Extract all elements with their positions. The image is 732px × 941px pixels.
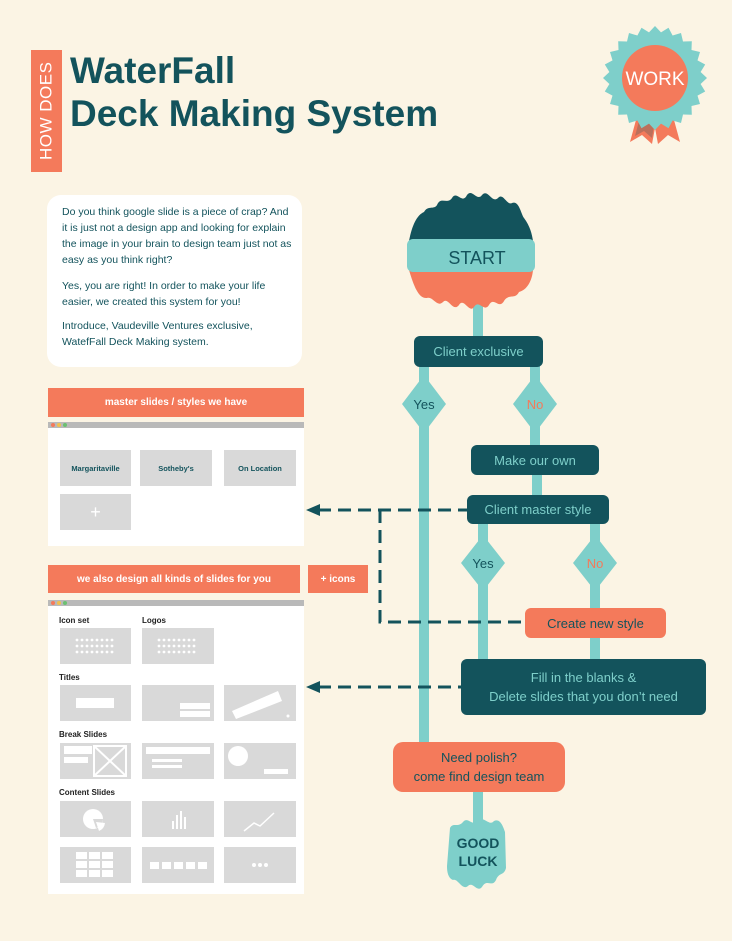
window-titlebar xyxy=(48,422,304,428)
good-label: GOOD xyxy=(457,835,500,851)
window-titlebar xyxy=(48,600,304,606)
title-slide-tile[interactable] xyxy=(60,685,131,721)
master-slides-window: Margaritaville Sotheby's On Location + xyxy=(48,422,304,546)
window-dot-yellow xyxy=(57,423,61,427)
start-label: START xyxy=(448,248,505,268)
page-title-line-2: Deck Making System xyxy=(70,93,439,134)
content-slide-tile[interactable] xyxy=(60,801,131,837)
window-dot-yellow xyxy=(57,601,61,605)
luck-label: LUCK xyxy=(459,853,498,869)
logos-tile[interactable] xyxy=(142,628,214,664)
polish-line-1: Need polish? xyxy=(441,750,517,765)
make-our-own-node: Make our own xyxy=(471,445,599,475)
master-slides-heading: master slides / styles we have xyxy=(48,388,304,417)
add-template-button[interactable]: + xyxy=(60,494,131,530)
fill-in-blanks-node: Fill in the blanks & Delete slides that … xyxy=(461,659,706,715)
good-luck-node xyxy=(447,819,506,889)
decision-yes-label: Yes xyxy=(413,397,435,412)
section-label-content-slides: Content Slides xyxy=(59,788,116,797)
start-node xyxy=(407,192,535,309)
section-label-logos: Logos xyxy=(142,616,166,625)
section-label-titles: Titles xyxy=(59,673,80,682)
polish-line-2: come find design team xyxy=(413,769,545,784)
decision-no-label: No xyxy=(527,397,544,412)
template-tile-margaritaville[interactable]: Margaritaville xyxy=(60,450,131,486)
client-master-style-node: Client master style xyxy=(467,495,609,524)
icons-badge: + icons xyxy=(308,565,368,593)
template-tile-sothebys[interactable]: Sotheby's xyxy=(140,450,212,486)
design-slides-window: Icon set Logos Titles Break Slides Conte… xyxy=(48,600,304,894)
badge-label: WORK xyxy=(625,69,684,90)
section-label-icon-set: Icon set xyxy=(59,616,90,625)
how-does-bar xyxy=(31,50,62,172)
need-polish-node: Need polish? come find design team xyxy=(393,742,565,792)
section-label-break-slides: Break Slides xyxy=(59,730,108,739)
fill-line-1: Fill in the blanks & xyxy=(530,670,637,685)
design-slides-heading: we also design all kinds of slides for y… xyxy=(48,565,300,593)
icon-set-tile[interactable] xyxy=(60,628,131,664)
window-dot-red xyxy=(51,601,55,605)
break-slide-tile[interactable] xyxy=(142,743,214,779)
client-exclusive-node: Client exclusive xyxy=(414,336,543,367)
work-badge: WORK xyxy=(603,26,707,144)
template-tile-on-location[interactable]: On Location xyxy=(224,450,296,486)
content-slide-tile[interactable] xyxy=(142,847,214,883)
content-slide-tile[interactable] xyxy=(224,801,296,837)
content-slide-tile[interactable] xyxy=(142,801,214,837)
fill-line-2: Delete slides that you don’t need xyxy=(489,689,678,704)
break-slide-tile[interactable] xyxy=(224,743,296,779)
window-dot-green xyxy=(63,601,67,605)
title-slide-tile[interactable] xyxy=(224,685,296,721)
window-dot-green xyxy=(63,423,67,427)
break-slide-tile[interactable] xyxy=(60,743,131,779)
intro-card: Do you think google slide is a piece of … xyxy=(47,195,302,367)
intro-paragraph-3: Introduce, Vaudeville Ventures exclusive… xyxy=(62,320,253,348)
intro-paragraph-2: Yes, you are right! In order to make you… xyxy=(62,280,266,308)
create-new-style-node: Create new style xyxy=(525,608,666,638)
window-dot-red xyxy=(51,423,55,427)
decision-diamonds xyxy=(402,375,617,591)
intro-paragraph-1: Do you think google slide is a piece of … xyxy=(62,206,292,266)
content-slide-tile[interactable] xyxy=(224,847,296,883)
page-title-line-1: WaterFall xyxy=(70,50,236,91)
title-slide-tile[interactable] xyxy=(142,685,214,721)
decision-yes-label: Yes xyxy=(472,556,494,571)
content-slide-tile[interactable] xyxy=(60,847,131,883)
badge-circle xyxy=(622,45,688,111)
decision-no-label: No xyxy=(587,556,604,571)
arrow-head-icon xyxy=(306,504,320,516)
arrow-head-icon xyxy=(306,681,320,693)
